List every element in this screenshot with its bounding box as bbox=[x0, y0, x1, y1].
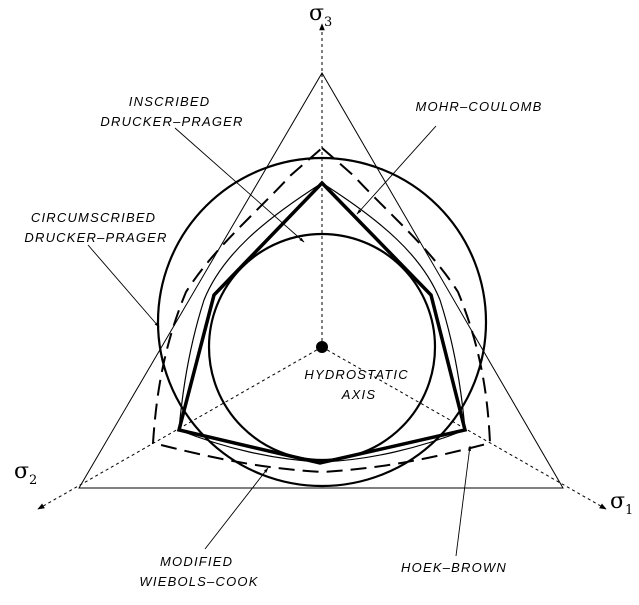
modified-wiebols-cook-label: MODIFIED WIEBOLS–COOK bbox=[139, 554, 258, 589]
hydrostatic-axis-point bbox=[316, 341, 328, 353]
inscribed-dp-label: INSCRIBED DRUCKER–PRAGER bbox=[100, 94, 243, 129]
inscribed-dp-leader bbox=[174, 127, 305, 243]
circumscribed-dp-leader bbox=[87, 244, 160, 328]
hydrostatic-axis-label: HYDROSTATIC AXIS bbox=[304, 367, 413, 402]
hoek-brown-leader bbox=[455, 445, 471, 557]
sigma3-label: σ3 bbox=[309, 1, 332, 30]
modified-wiebols-cook-curve bbox=[151, 146, 492, 474]
mohr-coulomb-leader bbox=[356, 125, 437, 215]
circumscribed-drucker-prager-circle bbox=[156, 156, 488, 488]
hoek-brown-label: HOEK–BROWN bbox=[401, 560, 507, 575]
mohr-coulomb-hexagon bbox=[176, 180, 468, 465]
mohr-coulomb-label: MOHR–COULOMB bbox=[415, 99, 542, 114]
circumscribed-dp-label: CIRCUMSCRIBED DRUCKER–PRAGER bbox=[24, 210, 167, 245]
inscribed-drucker-prager-circle bbox=[207, 232, 437, 462]
modified-wiebols-cook-leader bbox=[204, 467, 269, 550]
outer-triangle bbox=[78, 72, 564, 489]
sigma1-label: σ1 bbox=[610, 489, 633, 518]
sigma2-label: σ2 bbox=[14, 459, 37, 488]
